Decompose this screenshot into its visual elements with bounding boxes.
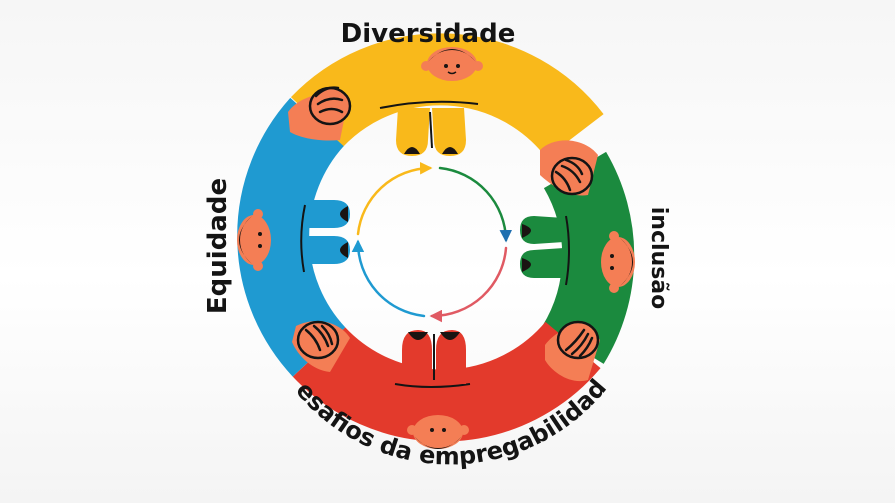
head-right bbox=[601, 231, 635, 293]
head-top bbox=[421, 47, 483, 81]
hand-top-right bbox=[550, 156, 594, 196]
hand-top-left bbox=[308, 86, 352, 126]
arrow-green bbox=[438, 166, 513, 243]
label-equidade: Equidade bbox=[203, 178, 233, 314]
shoe bbox=[442, 147, 458, 154]
red-body bbox=[292, 321, 601, 442]
cycle-arrows bbox=[351, 161, 513, 323]
legs-right-green bbox=[520, 216, 564, 278]
head-bottom bbox=[407, 415, 469, 449]
shoe bbox=[440, 332, 460, 340]
blue-body bbox=[237, 97, 346, 377]
shoe bbox=[340, 242, 348, 258]
hand-bottom-left bbox=[296, 320, 340, 360]
legs-top-yellow bbox=[396, 108, 466, 156]
legs-bottom-red bbox=[402, 330, 466, 384]
label-inclusao: inclusão bbox=[646, 207, 671, 310]
hand-bottom-right bbox=[556, 320, 600, 360]
green-body bbox=[541, 151, 635, 364]
shoe bbox=[404, 147, 420, 154]
arrow-red bbox=[429, 246, 508, 323]
shoe bbox=[522, 224, 531, 238]
label-diversidade: Diversidade bbox=[341, 19, 516, 49]
head-left bbox=[237, 209, 271, 271]
legs-left-blue bbox=[306, 200, 350, 264]
shoe bbox=[522, 258, 531, 272]
arrow-yellow bbox=[356, 161, 433, 236]
arrow-blue bbox=[351, 239, 426, 318]
shoe bbox=[340, 206, 348, 222]
shoe bbox=[408, 332, 428, 340]
inner-outline bbox=[300, 100, 570, 388]
hands bbox=[296, 86, 600, 360]
shoes bbox=[340, 147, 531, 340]
